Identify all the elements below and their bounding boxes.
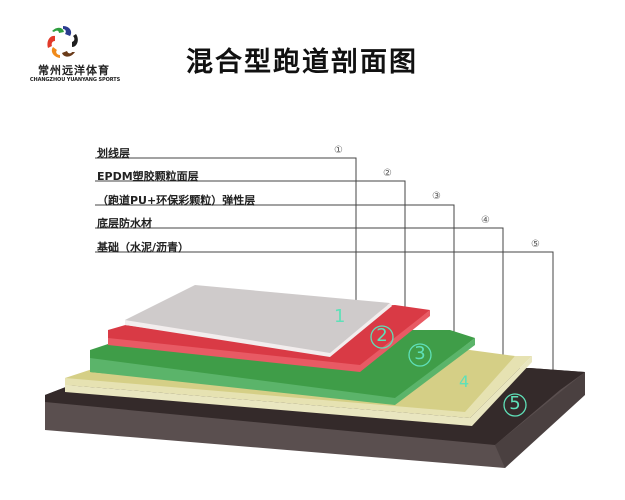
layer-badge-2: 2 (376, 325, 388, 346)
leader-line-4 (95, 227, 504, 355)
leader-lines (95, 157, 554, 375)
layer-badge-3: 3 (414, 343, 426, 364)
layer-badge-4: 4 (459, 372, 470, 391)
layer-index-4: ④ (481, 215, 490, 226)
page-title: 混合型跑道剖面图 (186, 47, 418, 78)
layer-label-5: 基础（水泥/沥青） (97, 241, 190, 254)
logo-chinese-name: 常州远洋体育 (38, 64, 110, 77)
layer-label-1: 划线层 (97, 147, 130, 160)
leader-line-3 (95, 204, 455, 335)
company-logo: 常州远洋体育 CHANGZHOU YUANYANG SPORTS (20, 22, 130, 83)
layer-label-2: EPDM塑胶颗粒面层 (97, 170, 199, 183)
layer-label-3: （跑道PU+环保彩颗粒）弹性层 (97, 194, 256, 207)
layer-badge-1: 1 (334, 306, 346, 327)
leader-line-5 (95, 251, 554, 375)
layer-index-5: ⑤ (531, 239, 540, 250)
leader-line-2 (95, 180, 406, 320)
layer-index-3: ③ (432, 191, 441, 202)
pinwheel-logo-icon (47, 26, 78, 58)
layer-badge-5: 5 (509, 393, 521, 414)
layer-label-4: 底层防水材 (97, 217, 152, 230)
layer-index-2: ② (383, 168, 392, 179)
leader-line-1 (95, 157, 357, 302)
layer-index-1: ① (334, 145, 343, 156)
badge-rings (370, 325, 527, 417)
logo-english-name: CHANGZHOU YUANYANG SPORTS (29, 77, 121, 83)
layer-1-marking (125, 285, 392, 357)
